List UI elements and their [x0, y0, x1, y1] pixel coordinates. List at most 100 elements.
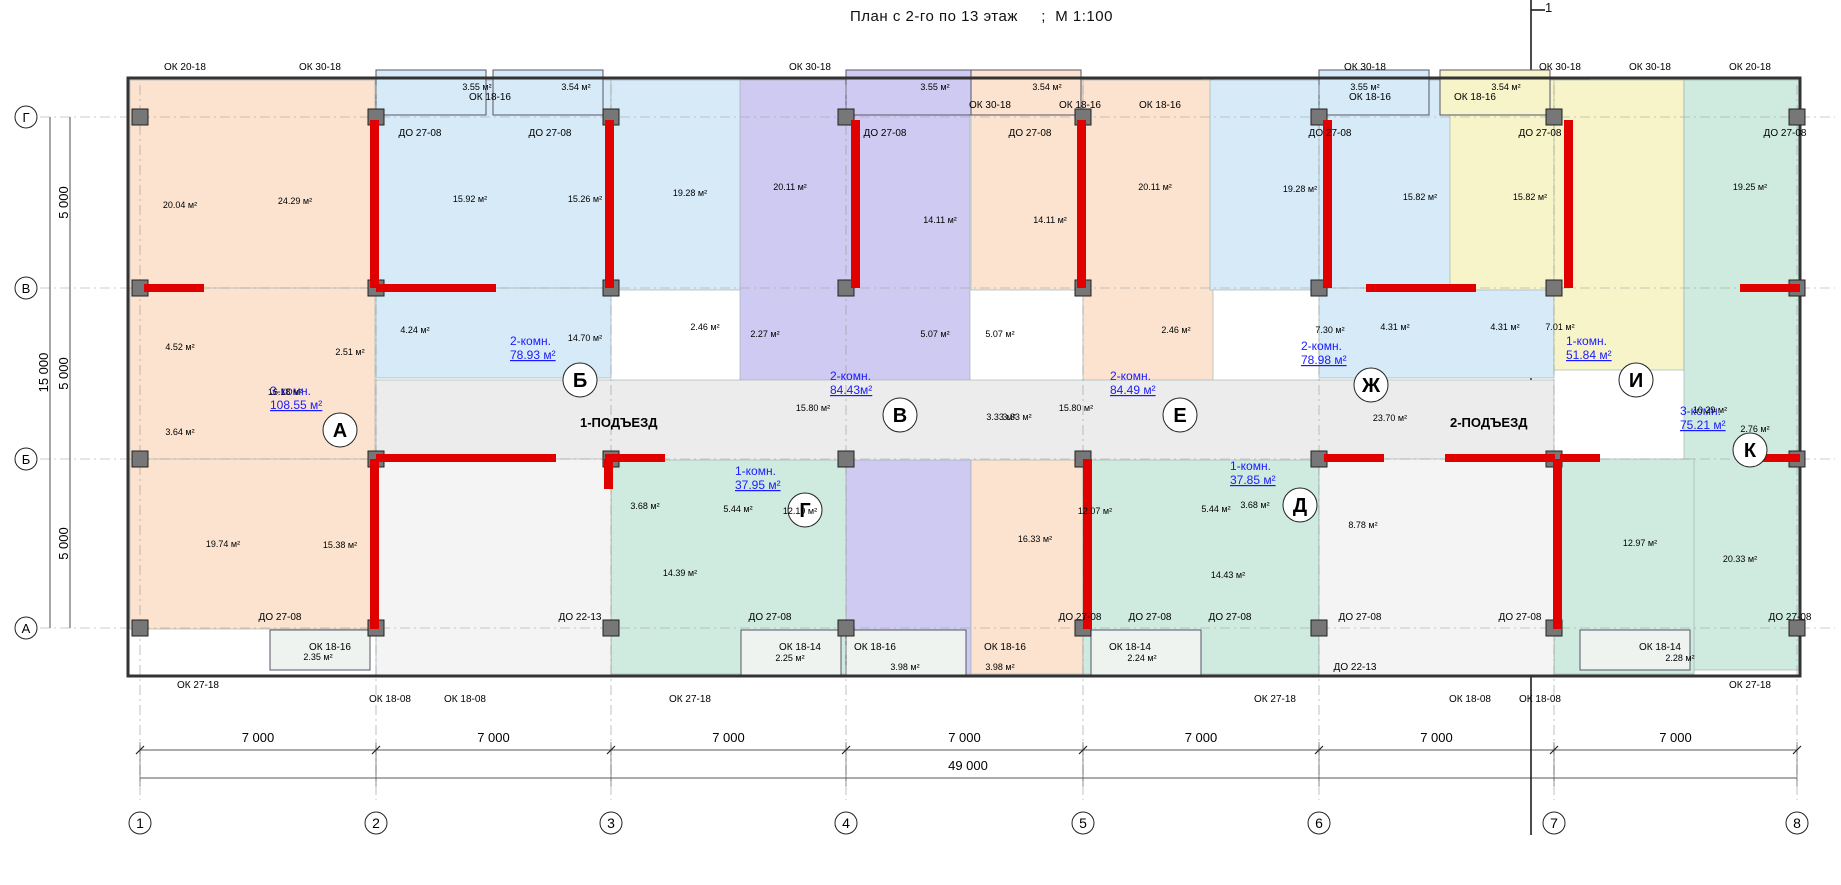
- row-axis-bubble-2: [14, 276, 38, 300]
- shear-wall-3: [851, 120, 860, 288]
- row-axis-bubble-1: [14, 105, 38, 129]
- room-area-bottom: 16.33 м²: [1018, 534, 1052, 544]
- apartment-type: 3-комн.: [270, 384, 311, 398]
- entrance-label-2: 2-ПОДЪЕЗД: [1450, 415, 1528, 430]
- room-area-top: 14.11 м²: [1033, 215, 1067, 225]
- room-area-mid: 16.18 м²: [268, 387, 302, 397]
- apartment-type: 1-комн.: [1566, 334, 1607, 348]
- room-area-top: 15.82 м²: [1403, 192, 1437, 202]
- col-axis-label-7: 7: [1550, 815, 1558, 831]
- door-mark: ДО 27-08: [1764, 128, 1807, 139]
- shear-wall-19: [1324, 454, 1384, 462]
- apartment-area: 78.93 м²: [510, 348, 556, 362]
- col-axis-label-4: 4: [842, 815, 850, 831]
- room-area-bottom: 3.68 м²: [1240, 500, 1269, 510]
- balcony-area-bottom: 3.98 м²: [985, 662, 1014, 672]
- column-spacing-label: 7 000: [948, 730, 981, 745]
- balcony-bottom-2: [740, 629, 842, 676]
- balcony-area-top: 3.54 м²: [561, 82, 590, 92]
- balcony-bottom-1: [269, 629, 371, 671]
- apartment-letter-bubble: [1732, 432, 1768, 468]
- room-area-bottom: 3.68 м²: [630, 501, 659, 511]
- col-axis-bubble-4: [834, 811, 858, 835]
- room-area-bottom: 20.33 м²: [1723, 554, 1757, 564]
- room-area-top: 15.82 м²: [1513, 192, 1547, 202]
- balcony-area-top: 3.54 м²: [1491, 82, 1520, 92]
- apartment-letter: В: [893, 405, 907, 427]
- structural-column: [131, 108, 149, 126]
- window-mark-bottom: ОК 18-16: [854, 642, 896, 653]
- room-area-mid: 2.51 м²: [335, 347, 364, 357]
- column-spacing-label: 7 000: [1659, 730, 1692, 745]
- apartment-letter-bubble: [1282, 487, 1318, 523]
- window-mark-top: ОК 30-18: [299, 62, 341, 73]
- window-mark-bottom: ОК 18-08: [369, 694, 411, 705]
- room-area-mid: 14.70 м²: [568, 333, 602, 343]
- shear-wall-18: [1740, 454, 1800, 462]
- window-mark-top: ОК 30-18: [1539, 62, 1581, 73]
- window-mark-bottom: ОК 18-08: [1519, 694, 1561, 705]
- balcony-area-bottom: 2.28 м²: [1665, 653, 1694, 663]
- apt-b-mid: [375, 287, 612, 379]
- window-mark-top: ОК 18-16: [1139, 100, 1181, 111]
- apartment-letter-bubble: [562, 362, 598, 398]
- stair-2: [1318, 458, 1555, 676]
- apt-e-lower: [970, 458, 1084, 675]
- room-area-bottom: 14.39 м²: [663, 568, 697, 578]
- entrance-label-1: 1-ПОДЪЕЗД: [580, 415, 658, 430]
- room-area-top: 19.25 м²: [1733, 182, 1767, 192]
- room-area-mid: 5.07 м²: [920, 329, 949, 339]
- row-spacing-label: 5 000: [56, 357, 71, 390]
- apartment-letter-bubble: [1618, 362, 1654, 398]
- room-area-top: 24.29 м²: [278, 196, 312, 206]
- door-mark: ДО 22-13: [559, 612, 602, 623]
- apartment-area: 37.85 м²: [1230, 473, 1276, 487]
- door-mark: ДО 27-08: [749, 612, 792, 623]
- window-mark-bottom: ОК 18-16: [984, 642, 1026, 653]
- door-mark: ДО 27-08: [1769, 612, 1812, 623]
- room-area-mid: 4.24 м²: [400, 325, 429, 335]
- room-area-mid: 15.80 м²: [1059, 403, 1093, 413]
- room-area-mid: 3.64 м²: [165, 427, 194, 437]
- door-mark: ДО 27-08: [1129, 612, 1172, 623]
- shear-wall-10: [1740, 284, 1800, 292]
- apartment-type: 2-комн.: [1301, 339, 1342, 353]
- door-mark: ДО 27-08: [1209, 612, 1252, 623]
- apartment-letter: К: [1744, 440, 1757, 462]
- outer-wall: [126, 76, 1802, 678]
- structural-column: [837, 619, 855, 637]
- window-mark-top: ОК 20-18: [164, 62, 206, 73]
- door-mark: ДО 27-08: [529, 128, 572, 139]
- door-mark: ДО 27-08: [1059, 612, 1102, 623]
- row-axis-label-1: Г: [22, 110, 29, 125]
- col-axis-label-1: 1: [136, 815, 144, 831]
- balcony-area-bottom: 2.25 м²: [775, 653, 804, 663]
- balcony-bottom-4: [1090, 629, 1202, 676]
- window-mark-top: ОК 30-18: [969, 100, 1011, 111]
- door-mark: ДО 22-13: [1334, 662, 1377, 673]
- apartment-area: 84.49 м²: [1110, 383, 1156, 397]
- apartment-area: 84.43м²: [830, 383, 872, 397]
- shear-wall-15: [376, 454, 556, 462]
- shear-wall-1: [370, 120, 379, 288]
- room-area-mid: 3.33 м²: [986, 412, 1015, 422]
- apartment-letter: А: [333, 420, 347, 442]
- room-area-mid: 23.70 м²: [1373, 413, 1407, 423]
- balcony-area-top: 3.55 м²: [1350, 82, 1379, 92]
- room-area-mid: 2.46 м²: [1161, 325, 1190, 335]
- room-area-mid: 4.31 м²: [1490, 322, 1519, 332]
- window-mark-top: ОК 30-18: [1629, 62, 1671, 73]
- col-axis-bubble-5: [1071, 811, 1095, 835]
- apt-zh-mid: [1318, 287, 1555, 379]
- room-area-top: 20.11 м²: [773, 182, 807, 192]
- rooms-layer: [129, 69, 1800, 676]
- apartment-type: 2-комн.: [1110, 369, 1151, 383]
- room-area-bottom: 19.74 м²: [206, 539, 240, 549]
- apartment-letter: Д: [1293, 495, 1307, 517]
- shear-wall-6: [1564, 120, 1573, 288]
- structural-column: [131, 619, 149, 637]
- shear-wall-4: [1077, 120, 1086, 288]
- column-spacing-label: 7 000: [712, 730, 745, 745]
- room-area-mid: 2.46 м²: [690, 322, 719, 332]
